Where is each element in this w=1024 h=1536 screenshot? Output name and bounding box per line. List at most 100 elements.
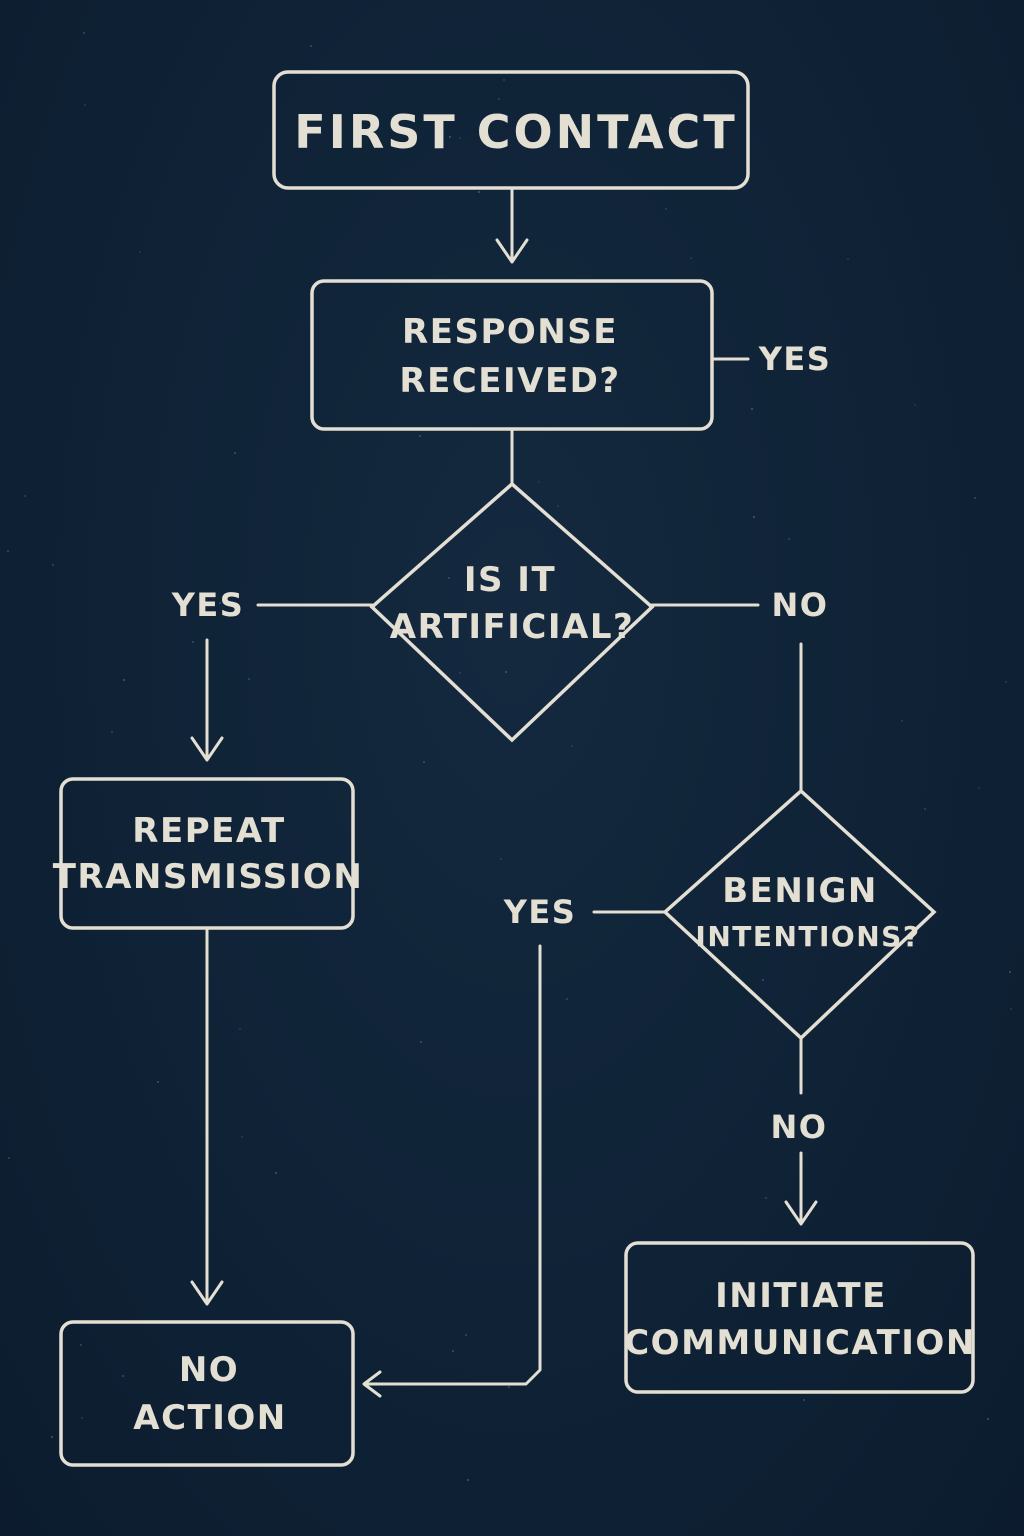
- no-action-label-line1: NO: [178, 1350, 240, 1390]
- initiate-communication-label-line1: INITIATE: [715, 1276, 887, 1316]
- background-star: [788, 538, 790, 540]
- background-star: [566, 998, 568, 1000]
- background-star: [690, 257, 692, 259]
- arrowhead-first-to-response: [495, 238, 529, 264]
- response-yes-label: YES: [758, 340, 832, 378]
- background-star: [310, 45, 312, 47]
- background-star: [52, 564, 54, 566]
- background-star: [219, 602, 221, 604]
- background-star: [139, 251, 141, 253]
- background-star: [847, 1290, 849, 1292]
- initiate-communication-label-line2: COMMUNICATION: [624, 1323, 976, 1363]
- background-star: [448, 577, 450, 579]
- background-star: [500, 858, 502, 860]
- repeat-transmission-label-line1: REPEAT: [132, 811, 286, 851]
- background-star: [670, 117, 672, 119]
- benign-intentions-label-line1: BENIGN: [722, 871, 878, 911]
- background-star: [914, 404, 916, 406]
- background-star: [459, 137, 461, 139]
- background-star: [452, 1350, 454, 1352]
- connector-benign-yes-path: [363, 944, 542, 1386]
- background-star: [8, 1157, 10, 1159]
- background-star: [419, 435, 421, 437]
- background-star: [753, 516, 755, 518]
- repeat-transmission-box: [59, 777, 355, 930]
- background-star: [24, 495, 26, 497]
- background-star: [157, 1081, 159, 1083]
- background-star: [465, 1334, 467, 1336]
- background-star: [84, 104, 86, 106]
- background-star: [803, 1399, 805, 1401]
- background-star: [498, 98, 500, 100]
- background-star: [81, 1417, 83, 1419]
- background-star: [503, 79, 505, 81]
- is-it-artificial-diamond: [369, 481, 655, 743]
- arrowhead-to-no-action: [362, 1370, 382, 1398]
- is-it-artificial-label-line2: ARTIFICIAL?: [389, 607, 635, 647]
- background-star: [449, 136, 451, 138]
- background-star: [80, 1344, 82, 1346]
- background-star: [83, 32, 85, 34]
- background-star: [765, 1197, 767, 1199]
- first-contact-label: FIRST CONTACT: [294, 105, 738, 159]
- background-star: [571, 745, 573, 747]
- background-star: [673, 1330, 675, 1332]
- background-star: [467, 1479, 469, 1481]
- background-star: [1005, 681, 1007, 683]
- background-star: [420, 1041, 422, 1043]
- response-received-box: [310, 279, 714, 431]
- benign-intentions-label-line2: INTENTIONS?: [695, 920, 921, 953]
- artificial-no-label: NO: [771, 586, 829, 624]
- background-star: [1010, 1008, 1012, 1010]
- background-star: [241, 1136, 243, 1138]
- background-star: [423, 761, 425, 763]
- background-star: [987, 1418, 989, 1420]
- background-star: [636, 132, 638, 134]
- background-star: [192, 641, 194, 643]
- background-star: [901, 720, 903, 722]
- benign-intentions-diamond: [662, 788, 937, 1041]
- no-action-box: [59, 1320, 355, 1467]
- background-star: [248, 678, 250, 680]
- artificial-yes-label: YES: [171, 586, 245, 624]
- background-star: [122, 1375, 124, 1377]
- background-star: [508, 1386, 510, 1388]
- background-star: [239, 1028, 241, 1030]
- background-star: [978, 787, 980, 789]
- background-star: [123, 679, 125, 681]
- background-star: [847, 258, 849, 260]
- background-star: [615, 614, 617, 616]
- background-star: [275, 1172, 277, 1174]
- background-star: [51, 1436, 53, 1438]
- background-star: [665, 208, 667, 210]
- arrowhead-repeat-to-no-action: [190, 1280, 224, 1306]
- background-star: [731, 977, 733, 979]
- benign-no-label: NO: [770, 1108, 828, 1146]
- background-star: [762, 979, 764, 981]
- background-star: [1009, 971, 1011, 973]
- initiate-communication-box: [624, 1241, 975, 1394]
- background-star: [449, 115, 451, 117]
- background-star: [538, 481, 540, 483]
- repeat-transmission-label-line2: TRANSMISSION: [52, 857, 364, 897]
- background-star: [924, 808, 926, 810]
- no-action-label-line2: ACTION: [133, 1398, 287, 1438]
- background-star: [7, 550, 9, 552]
- response-received-label-line1: RESPONSE: [402, 312, 618, 352]
- background-star: [751, 408, 753, 410]
- background-star: [111, 731, 113, 733]
- benign-yes-label: YES: [503, 893, 577, 931]
- background-star: [366, 118, 368, 120]
- is-it-artificial-label-line1: IS IT: [463, 560, 557, 600]
- background-star: [459, 672, 461, 674]
- background-star: [974, 497, 976, 499]
- arrowhead-to-repeat: [190, 736, 224, 762]
- background-star: [234, 452, 236, 454]
- background-star: [557, 505, 559, 507]
- background-star: [505, 671, 507, 673]
- background-star: [478, 191, 480, 193]
- arrowhead-to-initiate: [784, 1200, 818, 1226]
- response-received-label-line2: RECEIVED?: [399, 361, 621, 401]
